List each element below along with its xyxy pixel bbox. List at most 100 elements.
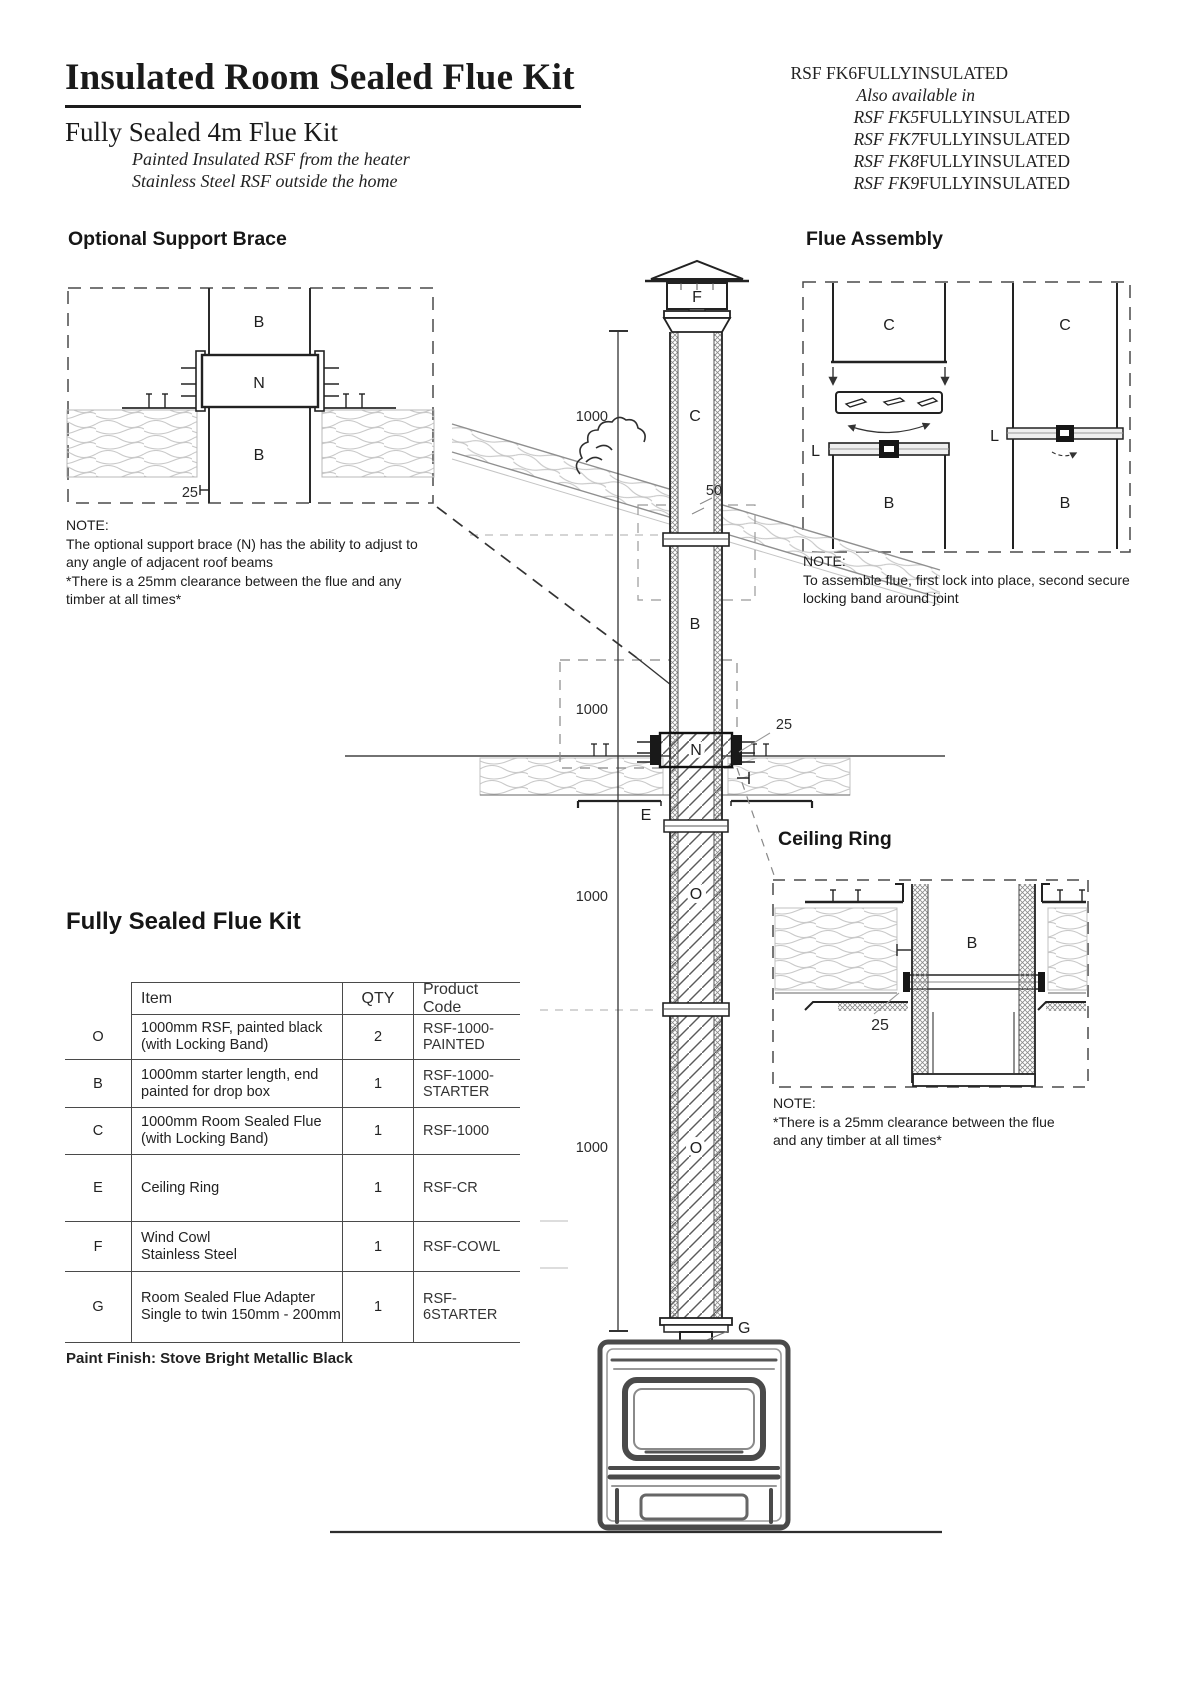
roof-beam: [321, 409, 435, 478]
note-body: *There is a 25mm clearance between the f…: [773, 1113, 1103, 1150]
dim-1000: 1000: [576, 409, 608, 425]
note-title: NOTE:: [773, 1095, 816, 1111]
dim-25: 25: [776, 717, 792, 733]
note-ceiling-ring: NOTE: *There is a 25mm clearance between…: [773, 1094, 1103, 1150]
label-f: F: [692, 289, 702, 306]
ceiling-joist: [1047, 907, 1088, 991]
ceiling-joist: [727, 757, 851, 796]
note-line: timber at all times*: [66, 591, 182, 607]
detail-frame: [772, 879, 1089, 1088]
ceiling-ring-diagram: B 25: [772, 879, 1089, 1088]
table-header-qty: QTY: [342, 982, 413, 1015]
support-brace-diagram: B N B 25: [66, 287, 435, 504]
insulated-wall: [912, 884, 928, 1083]
row-item: Ceiling Ring: [131, 1155, 342, 1222]
note-body: To assemble flue, first lock into place,…: [803, 571, 1143, 608]
dim-1000: 1000: [576, 889, 608, 905]
label-c: C: [883, 317, 895, 334]
label-l: L: [990, 428, 999, 445]
dim-1000: 1000: [576, 1140, 608, 1156]
stove-sketch: [597, 1339, 791, 1531]
note-line: To assemble flue, first lock into place,…: [803, 571, 1130, 588]
row-qty: 2: [342, 1015, 413, 1060]
flashing-scribble: [575, 416, 646, 475]
heading-ceiling-ring: Ceiling Ring: [778, 828, 892, 850]
label-g: G: [738, 1320, 750, 1337]
label-c: C: [1059, 317, 1071, 334]
dim-1000: 1000: [576, 702, 608, 718]
also-available-item: RSF FK7FULLYINSULATED: [853, 129, 1070, 149]
label-b: B: [254, 314, 265, 331]
note-body: The optional support brace (N) has the a…: [66, 535, 436, 609]
flue-assembly-diagram: C L B C L B: [802, 281, 1131, 553]
row-qty: 1: [342, 1155, 413, 1222]
ceiling-joist: [479, 757, 664, 796]
row-key: E: [65, 1155, 131, 1222]
row-key: O: [65, 1015, 131, 1060]
note-line: *There is a 25mm clearance between the f…: [66, 572, 402, 589]
note-support-brace: NOTE: The optional support brace (N) has…: [66, 516, 436, 609]
row-code: RSF-1000-STARTER: [413, 1060, 520, 1108]
page-title: Insulated Room Sealed Flue Kit: [65, 56, 581, 108]
row-code: RSF-1000-PAINTED: [413, 1015, 520, 1060]
ceiling-ring-plate: [912, 1073, 1036, 1087]
title-block: Insulated Room Sealed Flue Kit Fully Sea…: [65, 56, 581, 192]
product-codes-block: RSF FK6FULLYINSULATED Also available in …: [778, 62, 1070, 194]
page-subtitle: Fully Sealed 4m Flue Kit: [65, 117, 338, 147]
row-qty: 1: [342, 1108, 413, 1155]
brace-body: [200, 353, 320, 409]
label-n: N: [690, 742, 702, 759]
dim-25: 25: [182, 485, 198, 501]
dim-50: 50: [706, 483, 722, 499]
row-key: F: [65, 1222, 131, 1272]
screw-marks: [146, 393, 365, 408]
note-title: NOTE:: [803, 553, 846, 569]
also-available-item: RSF FK9FULLYINSULATED: [853, 173, 1070, 193]
note-line: The optional support brace (N) has the a…: [66, 535, 418, 552]
label-c: C: [689, 408, 701, 425]
note-title: NOTE:: [66, 517, 109, 533]
detail-leader: [436, 506, 638, 659]
table-header-key: [65, 982, 131, 1015]
table-header-code: Product Code: [413, 981, 520, 1016]
row-code: RSF-COWL: [413, 1222, 520, 1272]
table-header-item: Item: [131, 982, 342, 1015]
row-code: RSF-CR: [413, 1155, 520, 1222]
screw-marks: [830, 889, 1085, 902]
label-b: B: [1060, 495, 1071, 512]
note-line: and any timber at all times*: [773, 1132, 942, 1148]
row-key: B: [65, 1060, 131, 1108]
label-e: E: [641, 807, 652, 824]
row-qty: 1: [342, 1272, 413, 1343]
heading-support-brace: Optional Support Brace: [68, 228, 287, 250]
label-b: B: [967, 935, 978, 952]
heading-kit-table: Fully Sealed Flue Kit: [66, 908, 301, 935]
stove-window: [622, 1377, 766, 1461]
detail-frame: [802, 281, 1131, 553]
row-qty: 1: [342, 1060, 413, 1108]
note-flue-assembly: NOTE: To assemble flue, first lock into …: [803, 552, 1143, 608]
row-qty: 1: [342, 1222, 413, 1272]
note-line: locking band around joint: [803, 590, 959, 606]
main-flue-elevation: 1000 1000 1000 1000: [330, 259, 945, 1534]
row-code: RSF-1000: [413, 1108, 520, 1155]
note-line: *There is a 25mm clearance between the f…: [773, 1113, 1055, 1130]
also-available-item: RSF FK8FULLYINSULATED: [853, 151, 1070, 171]
detail-frame: [67, 287, 434, 504]
row-key: G: [65, 1272, 131, 1343]
also-available-item: RSF FK5FULLYINSULATED: [853, 107, 1070, 127]
tagline-1: Painted Insulated RSF from the heater: [132, 149, 410, 169]
paint-finish-note: Paint Finish: Stove Bright Metallic Blac…: [66, 1350, 353, 1367]
ceiling-joist: [774, 907, 898, 991]
also-available-label: Also available in: [856, 85, 975, 105]
product-code: RSF FK6FULLYINSULATED: [790, 63, 1008, 83]
dim-25: 25: [871, 1017, 889, 1034]
label-l: L: [811, 443, 820, 460]
roof-beam: [66, 409, 198, 478]
row-code: RSF-6STARTER: [413, 1272, 520, 1343]
